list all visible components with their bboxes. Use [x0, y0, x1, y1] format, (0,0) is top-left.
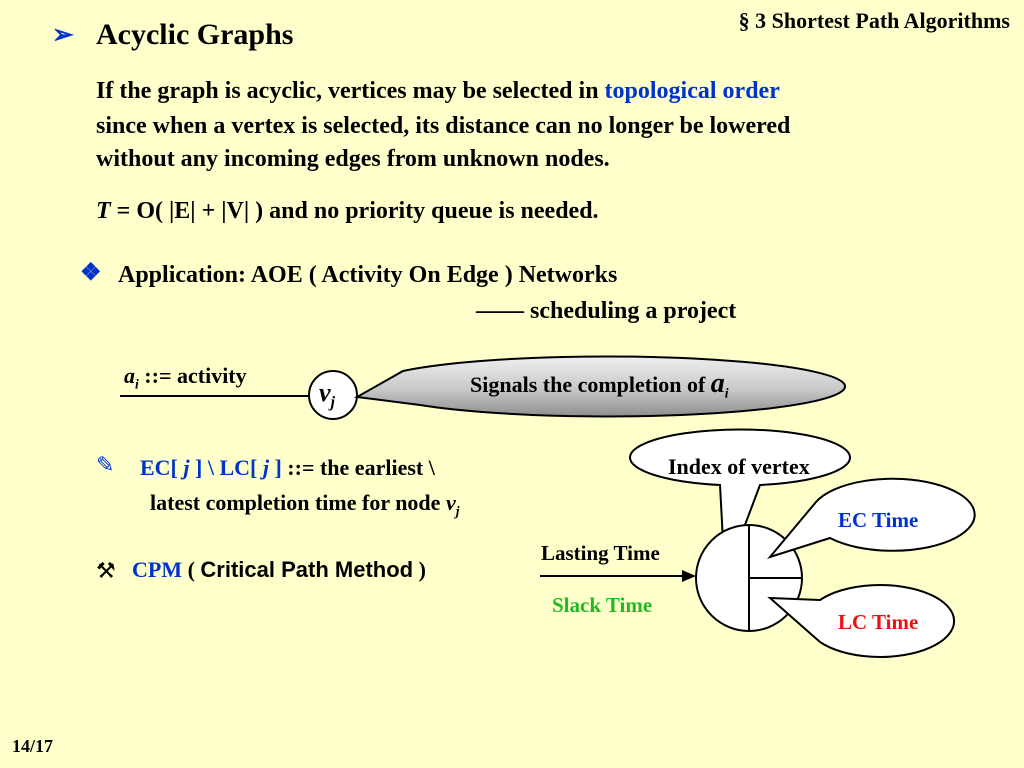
tools-icon: ⚒: [96, 558, 116, 583]
ec-time-label: EC Time: [838, 508, 919, 532]
vertex-circle: [308, 370, 358, 420]
topological-order-highlight: topological order: [604, 78, 780, 104]
signals-callout-shape: [353, 355, 847, 418]
slide-title: Acyclic Graphs: [96, 18, 294, 51]
application-title: Application: AOE ( Activity On Edge ) Ne…: [118, 262, 618, 288]
lasting-time-label: Lasting Time: [541, 541, 660, 565]
ec-callout-shape: [767, 477, 976, 559]
para1-line1: If the graph is acyclic, vertices may be…: [96, 78, 780, 104]
pencil-icon: ✎: [96, 452, 115, 477]
index-of-vertex-label: Index of vertex: [668, 454, 810, 479]
title-bullet: ➢: [52, 20, 74, 49]
page-number: 14/17: [12, 736, 54, 756]
section-header: § 3 Shortest Path Algorithms: [738, 8, 1010, 33]
para1-line2: since when a vertex is selected, its dis…: [96, 113, 791, 139]
signals-callout-text: Signals the completion of ai: [470, 368, 729, 401]
vertex-label: vj: [319, 378, 336, 412]
lc-callout-shape: [767, 584, 956, 658]
index-callout-shape: [629, 428, 851, 579]
lasting-arrow-head: [682, 570, 696, 582]
para1-line3: without any incoming edges from unknown …: [96, 146, 610, 172]
ec-lc-line1: EC[ j ] \ LC[ j ] ::= the earliest \: [140, 455, 435, 480]
application-subtitle: —— scheduling a project: [476, 298, 737, 324]
slack-time-label: Slack Time: [552, 593, 653, 617]
activity-label: ai ::= activity: [124, 363, 247, 392]
cpm-line: CPM ( Critical Path Method ): [132, 557, 426, 582]
lc-time-label: LC Time: [838, 610, 919, 634]
application-bullet: ❖: [80, 260, 102, 286]
complexity-line: T = O( |E| + |V| ) and no priority queue…: [96, 198, 599, 224]
ec-lc-line2: latest completion time for node vj: [150, 490, 460, 519]
